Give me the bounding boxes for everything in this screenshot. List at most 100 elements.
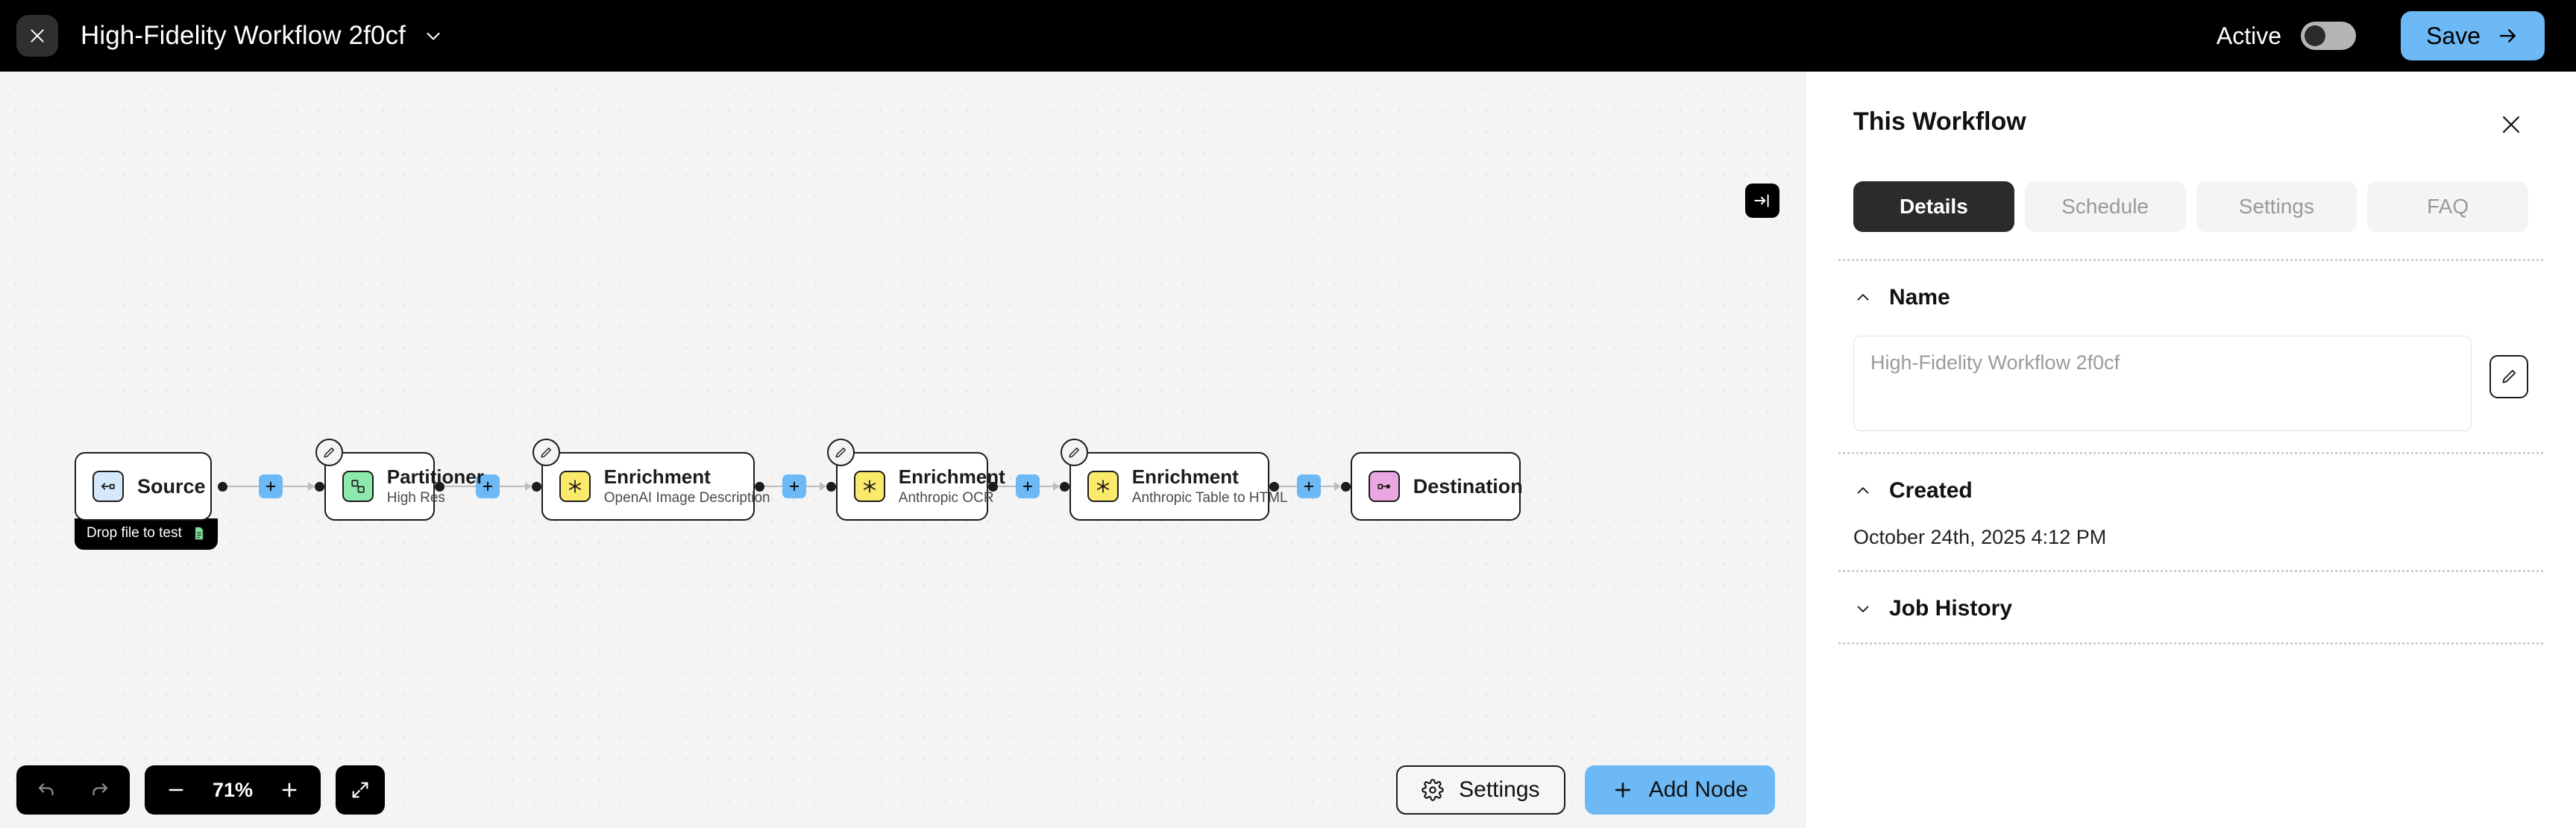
node-enrichment-table-text: Enrichment Anthropic Table to HTML (1132, 466, 1288, 506)
workflow-title-dropdown-button[interactable] (422, 25, 444, 47)
name-input-row (1853, 336, 2528, 431)
node-title: Enrichment (603, 465, 711, 489)
workflow-canvas[interactable]: Source Drop file to test (0, 72, 1805, 828)
connector-line (227, 485, 259, 488)
connector-dot-in (1340, 481, 1351, 492)
panel-tabs: Details Schedule Settings FAQ (1853, 181, 2528, 232)
pencil-icon (541, 447, 552, 458)
add-node-button[interactable]: Add Node (1584, 765, 1775, 815)
add-node-inline-button[interactable] (782, 474, 806, 498)
add-node-label: Add Node (1648, 777, 1748, 802)
edit-node-badge[interactable] (532, 439, 560, 466)
edit-node-badge[interactable] (826, 439, 855, 466)
chevron-up-icon (1857, 487, 1869, 494)
document-icon (194, 526, 204, 541)
tab-settings[interactable]: Settings (2196, 181, 2357, 232)
asterisk-icon (853, 471, 885, 502)
connector-line (1278, 485, 1297, 488)
section-created-header[interactable]: Created (1853, 478, 2528, 504)
add-node-inline-button[interactable] (475, 474, 500, 498)
node-source-wrapper: Source Drop file to test (75, 452, 218, 550)
node-enrichment-anthropic-table-to-html[interactable]: Enrichment Anthropic Table to HTML (1060, 439, 1288, 521)
node-partitioner-wrapper: Partitioner High Res (315, 439, 484, 521)
section-name-title: Name (1889, 285, 1950, 310)
canvas-bottom-left-toolbar: 71% (16, 765, 385, 815)
fit-to-screen-icon (352, 782, 368, 798)
node-subtitle: OpenAI Image Description (603, 490, 770, 506)
node-subtitle: Anthropic OCR (898, 490, 994, 506)
plus-icon (1304, 481, 1314, 492)
connector-arrowhead (524, 482, 532, 491)
connector-dot-out (434, 481, 444, 492)
node-destination[interactable]: Destination (1350, 452, 1523, 521)
node-enrichment-openai-image-description[interactable]: Enrichment OpenAI Image Description (532, 439, 770, 521)
panel-close-button[interactable] (2494, 107, 2528, 145)
section-created: Created October 24th, 2025 4:12 PM (1853, 454, 2528, 570)
collapse-panel-button[interactable] (1745, 184, 1779, 218)
tab-schedule[interactable]: Schedule (2024, 181, 2186, 232)
chevron-up-icon (1857, 294, 1869, 301)
pencil-icon (2502, 369, 2516, 383)
edit-node-badge[interactable] (315, 439, 343, 466)
add-node-inline-button[interactable] (1015, 474, 1040, 498)
edit-name-button[interactable] (2489, 355, 2528, 398)
add-node-inline-button[interactable] (258, 474, 283, 498)
pencil-icon (1069, 447, 1080, 458)
section-job-history-header[interactable]: Job History (1853, 596, 2528, 621)
close-workflow-button[interactable] (16, 15, 58, 57)
connector-line (444, 485, 476, 488)
panel-header: This Workflow (1853, 72, 2528, 145)
zoom-out-button[interactable] (166, 780, 186, 800)
connector-4 (987, 452, 1069, 521)
add-node-inline-button[interactable] (1296, 474, 1321, 498)
zoom-controls: 71% (145, 765, 321, 815)
tab-faq[interactable]: FAQ (2367, 181, 2528, 232)
connector-arrowhead (819, 482, 826, 491)
tab-details[interactable]: Details (1853, 181, 2014, 232)
edit-node-badge[interactable] (1060, 439, 1088, 466)
undo-arrow-icon (38, 783, 54, 796)
section-divider (1838, 452, 2543, 454)
section-name: Name (1853, 261, 2528, 452)
plus-icon (1615, 782, 1630, 798)
drop-file-hint[interactable]: Drop file to test (75, 518, 218, 550)
active-toggle[interactable] (2301, 22, 2357, 50)
section-name-header[interactable]: Name (1853, 285, 2528, 310)
node-source[interactable]: Source (75, 452, 212, 521)
node-title: Partitioner (386, 465, 484, 489)
plus-icon (483, 481, 493, 492)
node-enrichment-anthropic-ocr[interactable]: Enrichment Anthropic OCR (826, 439, 1005, 521)
pencil-icon (324, 447, 335, 458)
created-timestamp: October 24th, 2025 4:12 PM (1853, 526, 2107, 548)
undo-button[interactable] (36, 779, 58, 801)
zoom-in-button[interactable] (279, 780, 300, 800)
connector-dot-out (754, 481, 764, 492)
connector-arrowhead (1333, 482, 1341, 491)
node-destination-text: Destination (1413, 475, 1523, 498)
connector-dot-in (314, 481, 324, 492)
connector-dot-in (1059, 481, 1069, 492)
workflow-name-input[interactable] (1853, 336, 2472, 431)
save-button-label: Save (2426, 22, 2481, 49)
save-button[interactable]: Save (2401, 11, 2545, 60)
node-partitioner-text: Partitioner High Res (387, 466, 484, 506)
canvas-settings-button[interactable]: Settings (1396, 765, 1565, 815)
node-enrichment-ocr-wrapper: Enrichment Anthropic OCR (826, 439, 1005, 521)
connector-arrowhead (307, 482, 315, 491)
node-enrichment-openai-wrapper: Enrichment OpenAI Image Description (532, 439, 770, 521)
connector-dot-out (217, 481, 227, 492)
redo-button[interactable] (88, 779, 110, 801)
arrow-to-line-right-icon (1754, 194, 1769, 207)
connector-line (499, 485, 525, 488)
node-partitioner[interactable]: Partitioner High Res (315, 439, 484, 521)
connector-arrowhead (1052, 482, 1060, 491)
node-title: Destination (1413, 474, 1523, 498)
connector-line (1039, 485, 1053, 488)
canvas-bottom-right-toolbar: Settings Add Node (1396, 765, 1775, 815)
plus-icon (266, 481, 276, 492)
close-icon (2502, 116, 2520, 134)
fit-view-button[interactable] (336, 765, 385, 815)
connector-2 (434, 452, 541, 521)
zoom-level-label: 71% (212, 778, 254, 801)
